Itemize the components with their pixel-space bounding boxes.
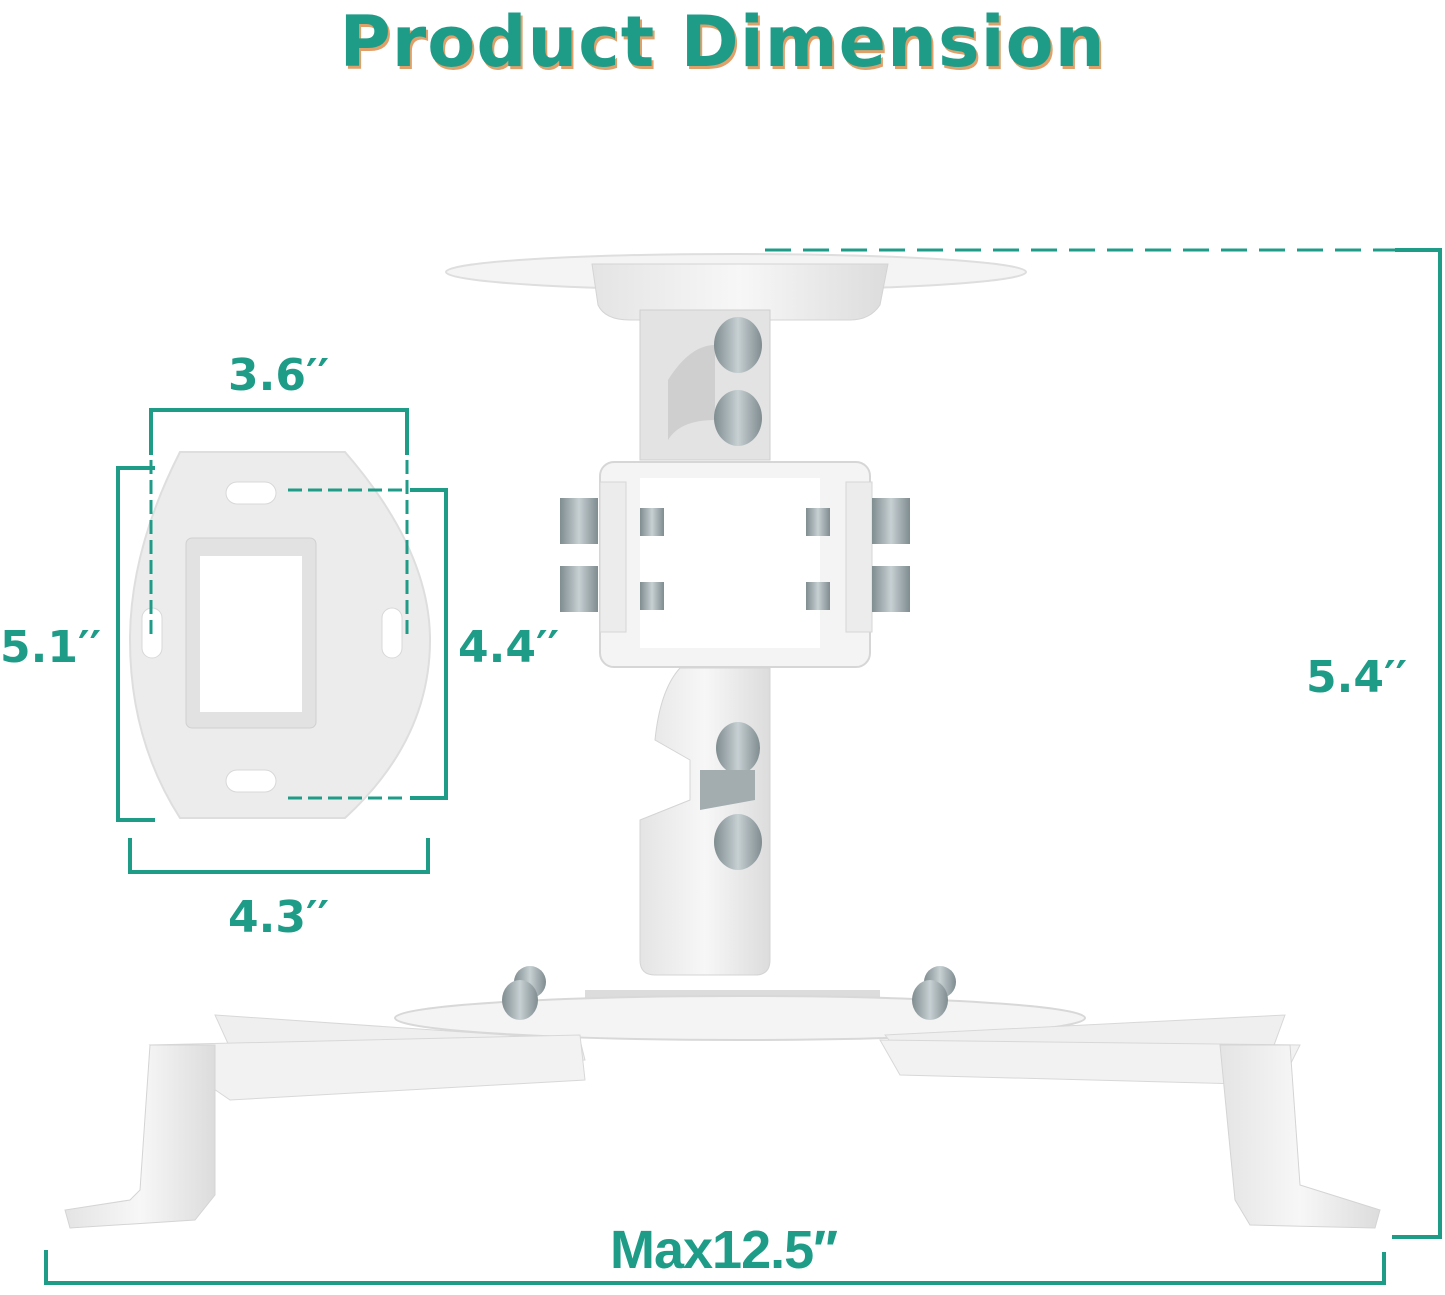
plate-hole-spacing-width-label: 3.6′′ bbox=[228, 350, 330, 401]
mount-dimension-lines bbox=[44, 248, 1442, 1285]
plate-hole-spacing-height-label: 4.4′′ bbox=[458, 622, 560, 673]
plate-overall-width-label: 4.3′′ bbox=[228, 892, 330, 943]
plate-dimension-lines bbox=[116, 408, 448, 874]
page-title: Product Dimension bbox=[339, 1, 1106, 83]
mount-max-width-label: Max12.5′′ bbox=[610, 1220, 838, 1280]
projector-mount bbox=[64, 253, 1381, 1229]
ceiling-plate bbox=[128, 451, 432, 819]
plate-overall-height-label: 5.1′′ bbox=[0, 622, 102, 673]
mount-height-label: 5.4′′ bbox=[1306, 652, 1408, 703]
